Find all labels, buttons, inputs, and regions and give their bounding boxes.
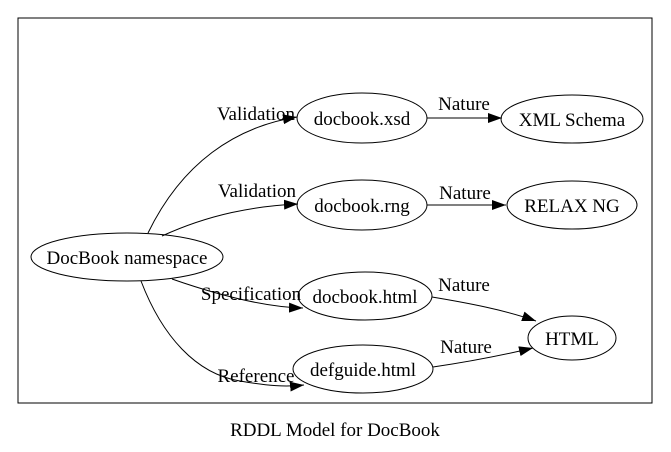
edge-namespace-to-docbook-html	[171, 278, 304, 313]
node-ellipse	[292, 344, 434, 394]
node-relax-ng	[506, 180, 638, 230]
node-ellipse	[527, 315, 617, 361]
node-label-xml-schema: XML Schema	[519, 110, 626, 131]
node-ellipse	[297, 271, 433, 321]
diagram-caption: RDDL Model for DocBook	[230, 420, 440, 441]
edge-label-nature-xsd: Nature	[438, 94, 490, 115]
node-label-docbook-rng: docbook.rng	[314, 196, 410, 217]
node-label-docbook-html: docbook.html	[312, 287, 417, 308]
edge-label-validation-xsd: Validation	[217, 104, 296, 125]
edge-label-specification: Specification	[201, 284, 302, 305]
node-labels: DocBook namespace docbook.xsd XML Schema…	[47, 109, 626, 381]
edge-label-reference: Reference	[218, 366, 295, 387]
edge-namespace-to-docbook-xsd	[147, 114, 298, 234]
edge-namespace-to-defguide-html	[140, 280, 305, 392]
edge-docbook-html-to-html	[431, 296, 537, 322]
node-label-docbook-namespace: DocBook namespace	[47, 248, 208, 269]
edge-defguide-html-to-html	[432, 346, 534, 368]
node-docbook-html	[297, 271, 433, 321]
node-docbook-namespace	[30, 232, 224, 282]
diagram-border	[17, 17, 653, 404]
node-ellipse	[30, 232, 224, 282]
node-label-defguide-html: defguide.html	[310, 360, 416, 381]
node-defguide-html	[292, 344, 434, 394]
edge-label-nature-docbook-html: Nature	[438, 275, 490, 296]
edge-label-nature-defguide: Nature	[440, 337, 492, 358]
node-ellipse	[506, 180, 638, 230]
node-label-html: HTML	[545, 329, 599, 350]
edge-namespace-to-docbook-rng	[161, 199, 299, 237]
node-label-relax-ng: RELAX NG	[524, 196, 620, 217]
edge-labels: Validation Validation Specification Refe…	[201, 94, 492, 387]
node-label-docbook-xsd: docbook.xsd	[314, 109, 411, 130]
node-html	[527, 315, 617, 361]
edge-label-validation-rng: Validation	[218, 181, 297, 202]
edge-label-nature-rng: Nature	[439, 183, 491, 204]
edges	[140, 113, 537, 392]
